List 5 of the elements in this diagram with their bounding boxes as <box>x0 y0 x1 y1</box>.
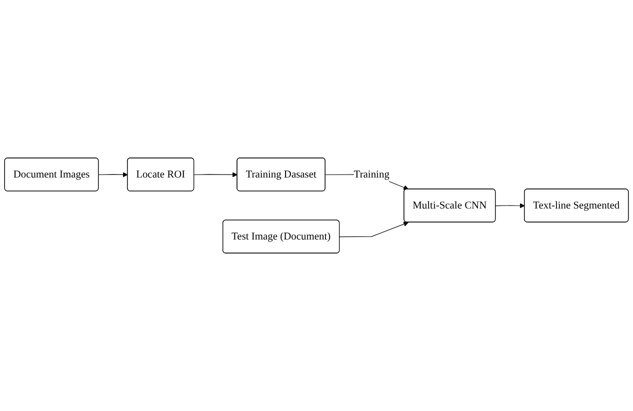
arrow <box>194 172 238 178</box>
arrow <box>98 172 128 178</box>
arrow <box>495 203 525 208</box>
arrow <box>339 222 409 238</box>
edge-label: Training <box>354 168 390 180</box>
